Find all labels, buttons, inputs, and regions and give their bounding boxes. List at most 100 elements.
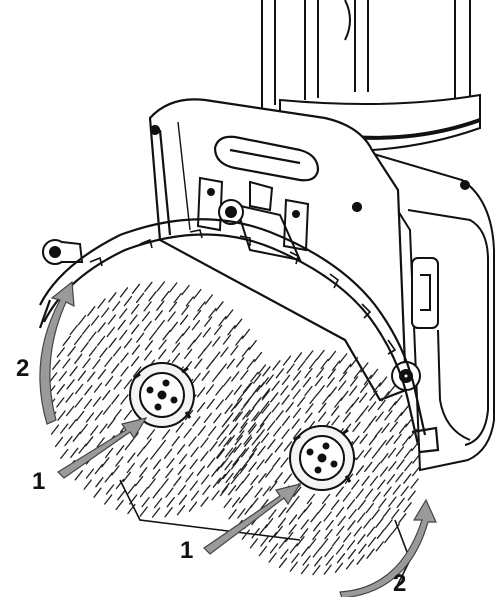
bristle	[224, 389, 234, 401]
bristle	[285, 531, 294, 543]
bristle	[261, 390, 270, 401]
bristle	[351, 479, 360, 490]
bristle	[158, 349, 167, 360]
bristle	[296, 536, 305, 547]
bristle	[391, 508, 400, 520]
bristle	[77, 314, 87, 326]
bristle	[149, 329, 158, 341]
bristle	[280, 385, 289, 396]
bristle	[216, 448, 225, 460]
bristle	[83, 479, 92, 490]
rotation-arrow-right	[339, 498, 437, 597]
bristle	[126, 462, 135, 474]
bristle	[67, 346, 76, 357]
bristle	[342, 412, 351, 423]
bristle	[359, 392, 368, 403]
bristle	[321, 493, 331, 505]
bristle	[120, 366, 129, 377]
bristle	[192, 372, 201, 384]
bristle	[97, 298, 106, 309]
bristle	[224, 460, 233, 471]
bristle	[143, 350, 153, 361]
bristle	[221, 482, 230, 493]
bristle	[104, 494, 113, 505]
bristle	[316, 384, 325, 396]
bristle	[163, 448, 173, 459]
bristle	[335, 506, 345, 518]
bristle	[395, 446, 405, 457]
bristle	[323, 511, 332, 522]
bristle	[108, 337, 117, 348]
bristle	[240, 369, 249, 381]
bristle	[247, 422, 256, 433]
bristle	[269, 543, 279, 554]
bristle	[211, 490, 220, 501]
bristle	[260, 499, 269, 510]
bristle	[188, 436, 197, 447]
bristle	[304, 412, 313, 423]
bristle	[252, 441, 261, 452]
bristle	[364, 488, 374, 499]
bristle	[161, 291, 170, 302]
bristle	[384, 532, 393, 544]
bristle	[104, 472, 113, 483]
bristle	[241, 346, 250, 358]
bristle	[70, 447, 79, 458]
bristle	[88, 346, 98, 357]
bristle	[346, 539, 356, 551]
bristle	[144, 281, 153, 292]
bristle	[218, 363, 227, 374]
bristle	[197, 425, 206, 436]
bristle	[160, 478, 169, 489]
bristle	[90, 425, 99, 436]
bristle	[347, 520, 356, 531]
bristle	[176, 444, 186, 455]
bristle	[400, 405, 409, 416]
bristle	[253, 397, 262, 408]
bristle	[123, 338, 133, 349]
bristle	[234, 411, 244, 422]
bristle	[222, 468, 231, 480]
bristle	[90, 315, 100, 326]
bristle	[411, 440, 420, 452]
bristle	[363, 518, 372, 529]
bristle	[87, 371, 96, 382]
bristle	[331, 415, 340, 426]
bristle	[176, 505, 186, 516]
bristle	[268, 552, 277, 563]
bristle	[227, 325, 236, 336]
bristle	[377, 479, 386, 490]
bristle	[171, 436, 180, 447]
bristle	[209, 441, 218, 452]
bristle	[218, 315, 227, 327]
bristle	[115, 499, 124, 511]
bristle	[278, 557, 288, 568]
bristle	[83, 398, 93, 410]
bristle	[133, 366, 142, 377]
bristle	[336, 553, 346, 564]
bristle	[236, 430, 245, 441]
bristle	[94, 410, 104, 421]
bristle	[190, 446, 199, 458]
bristle	[377, 399, 386, 411]
bristle	[360, 382, 369, 393]
bristle	[136, 332, 145, 343]
bristle	[257, 364, 267, 375]
bristle	[331, 499, 340, 510]
bristle	[141, 496, 150, 508]
bristle	[230, 401, 239, 412]
bristle	[219, 485, 229, 497]
bristle	[201, 370, 210, 381]
bristle	[304, 367, 313, 379]
bristle	[272, 360, 281, 371]
bristle	[375, 411, 384, 422]
bristle	[405, 416, 414, 428]
bristle	[189, 458, 198, 470]
bristle	[243, 434, 252, 445]
bristle	[168, 301, 178, 313]
bristle	[80, 342, 89, 353]
bristle	[260, 536, 269, 547]
bristle	[265, 374, 274, 385]
bristle	[153, 497, 163, 509]
bristle	[240, 400, 250, 411]
